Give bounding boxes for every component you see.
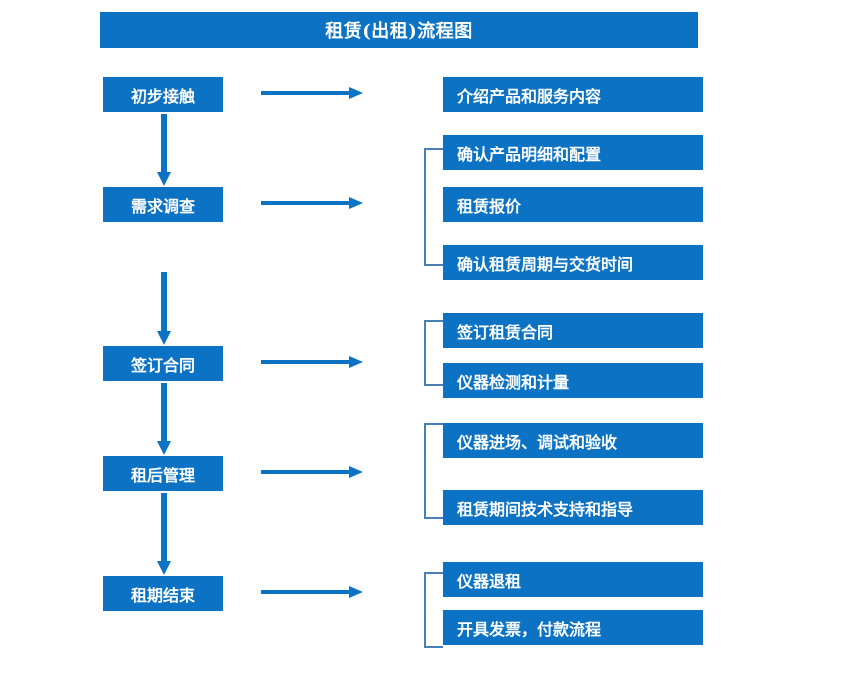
- task-box-confirm-lease-period[interactable]: 确认租赁周期与交货时间: [443, 245, 703, 280]
- task-box-confirm-product-details[interactable]: 确认产品明细和配置: [443, 135, 703, 170]
- arrow-down-stage-4-to-5: [155, 493, 173, 575]
- task-box-instrument-entry-commissioning[interactable]: 仪器进场、调试和验收: [443, 423, 703, 458]
- arrow-right-stage-3: [261, 353, 363, 371]
- arrow-down-stage-3-to-4: [155, 383, 173, 455]
- bracket-group-post-lease-management: [418, 423, 444, 519]
- stage-box-demand-survey[interactable]: 需求调查: [103, 187, 223, 222]
- task-box-instrument-return[interactable]: 仪器退租: [443, 562, 703, 597]
- stage-box-sign-contract[interactable]: 签订合同: [103, 346, 223, 381]
- arrow-right-stage-5: [261, 583, 363, 601]
- bracket-group-demand-survey: [418, 148, 444, 266]
- bracket-group-sign-contract: [418, 320, 444, 386]
- page-title: 租赁(出租)流程图: [100, 12, 698, 48]
- arrow-right-stage-4: [261, 463, 363, 481]
- arrow-right-stage-1: [261, 84, 363, 102]
- task-box-introduce-products[interactable]: 介绍产品和服务内容: [443, 77, 703, 112]
- stage-box-initial-contact[interactable]: 初步接触: [103, 77, 223, 112]
- task-box-instrument-inspection[interactable]: 仪器检测和计量: [443, 363, 703, 398]
- bracket-group-lease-end: [418, 572, 444, 648]
- task-box-lease-quotation[interactable]: 租赁报价: [443, 187, 703, 222]
- stage-box-post-lease-management[interactable]: 租后管理: [103, 456, 223, 491]
- arrow-down-stage-1-to-2: [155, 114, 173, 186]
- task-box-sign-lease-contract[interactable]: 签订租赁合同: [443, 313, 703, 348]
- arrow-down-stage-2-to-3: [155, 272, 173, 345]
- task-box-invoice-payment[interactable]: 开具发票，付款流程: [443, 610, 703, 645]
- task-box-technical-support[interactable]: 租赁期间技术支持和指导: [443, 490, 703, 525]
- arrow-right-stage-2: [261, 194, 363, 212]
- stage-box-lease-end[interactable]: 租期结束: [103, 576, 223, 611]
